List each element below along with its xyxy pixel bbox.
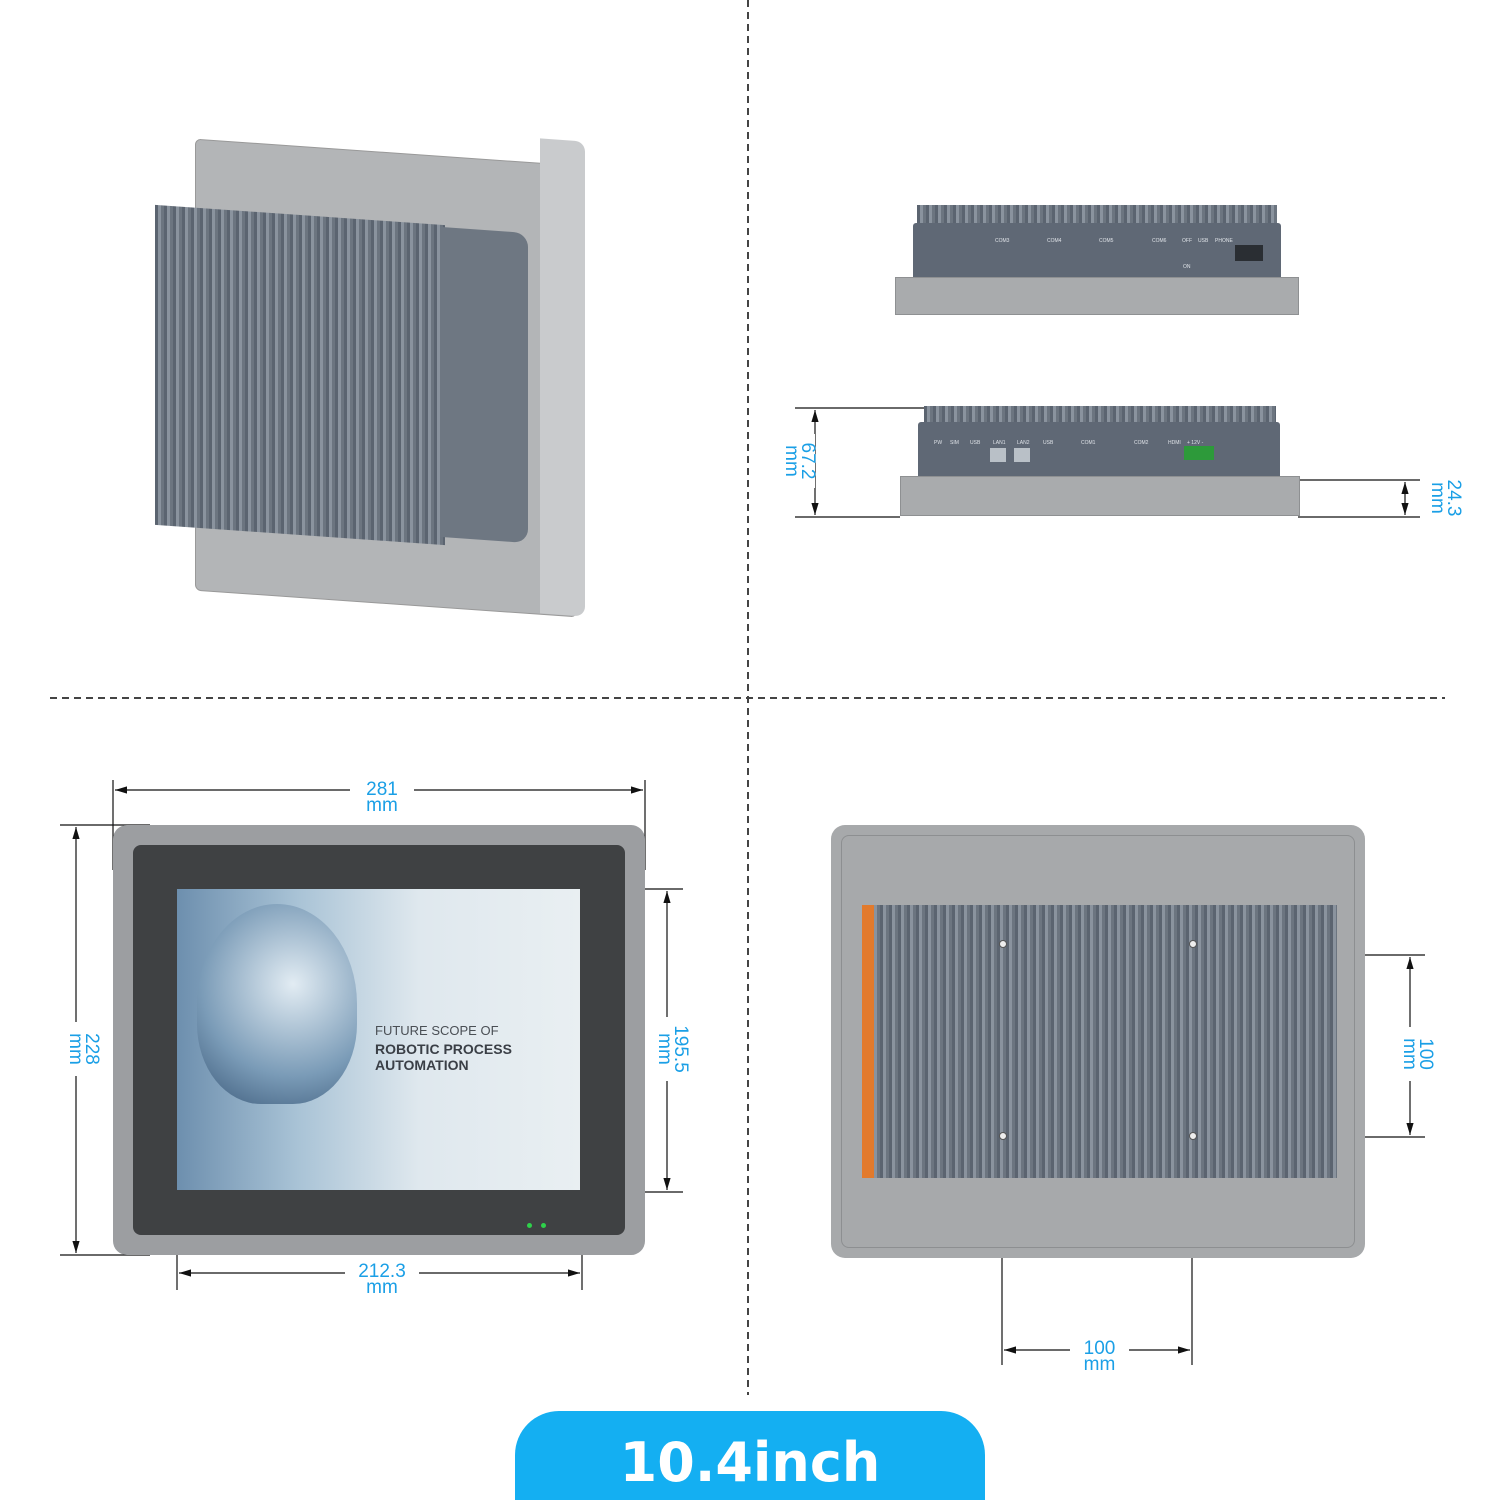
screen-text-line1: FUTURE SCOPE OF <box>375 1023 499 1038</box>
heatsink-fins <box>155 204 445 546</box>
port-label: PW <box>934 440 943 446</box>
port-label: USB <box>970 440 981 446</box>
lan-port <box>1014 448 1030 462</box>
port-label: COM6 <box>1152 238 1167 244</box>
heatsink-cover <box>440 226 528 544</box>
port-label: SIM <box>950 440 959 446</box>
screen-display: FUTURE SCOPE OF ROBOTIC PROCESS AUTOMATI… <box>177 889 580 1190</box>
power-led <box>541 1223 546 1228</box>
port-label: HDMI <box>1168 440 1181 446</box>
size-badge: 10.4inch <box>515 1411 985 1500</box>
port-label: COM1 <box>1081 440 1096 446</box>
terminal-block <box>1235 245 1263 261</box>
port-label: COM4 <box>1047 238 1062 244</box>
port-label: COM2 <box>1134 440 1149 446</box>
port-label: LAN1 <box>993 440 1006 446</box>
heatsink-fins <box>862 905 1337 1178</box>
rear-view-panel <box>831 825 1365 1258</box>
port-label: OFF <box>1182 238 1192 244</box>
lan-port <box>990 448 1006 462</box>
side-view-bottom: PW SIM USB LAN1 LAN2 USB COM1 COM2 HDMI … <box>890 406 1310 518</box>
port-label: ON <box>1183 264 1191 270</box>
port-label: USB <box>1198 238 1209 244</box>
side-view-top: COM3 COM4 COM5 COM6 OFF ON USB PHONE <box>885 205 1310 320</box>
front-view-bezel: FUTURE SCOPE OF ROBOTIC PROCESS AUTOMATI… <box>113 825 645 1255</box>
port-label: LAN2 <box>1017 440 1030 446</box>
port-label: COM5 <box>1099 238 1114 244</box>
port-label: USB <box>1043 440 1054 446</box>
screen-text-line2: ROBOTIC PROCESS AUTOMATION <box>375 1041 512 1073</box>
port-label: COM3 <box>995 238 1010 244</box>
port-label: + 12V - <box>1187 440 1204 446</box>
power-connector <box>1184 446 1214 460</box>
port-label: PHONE <box>1215 238 1233 244</box>
robot-head-image <box>197 904 357 1104</box>
housing-edge <box>540 138 585 617</box>
perspective-rear-view <box>155 138 585 618</box>
orange-strip <box>862 905 874 1178</box>
status-led <box>527 1223 532 1228</box>
